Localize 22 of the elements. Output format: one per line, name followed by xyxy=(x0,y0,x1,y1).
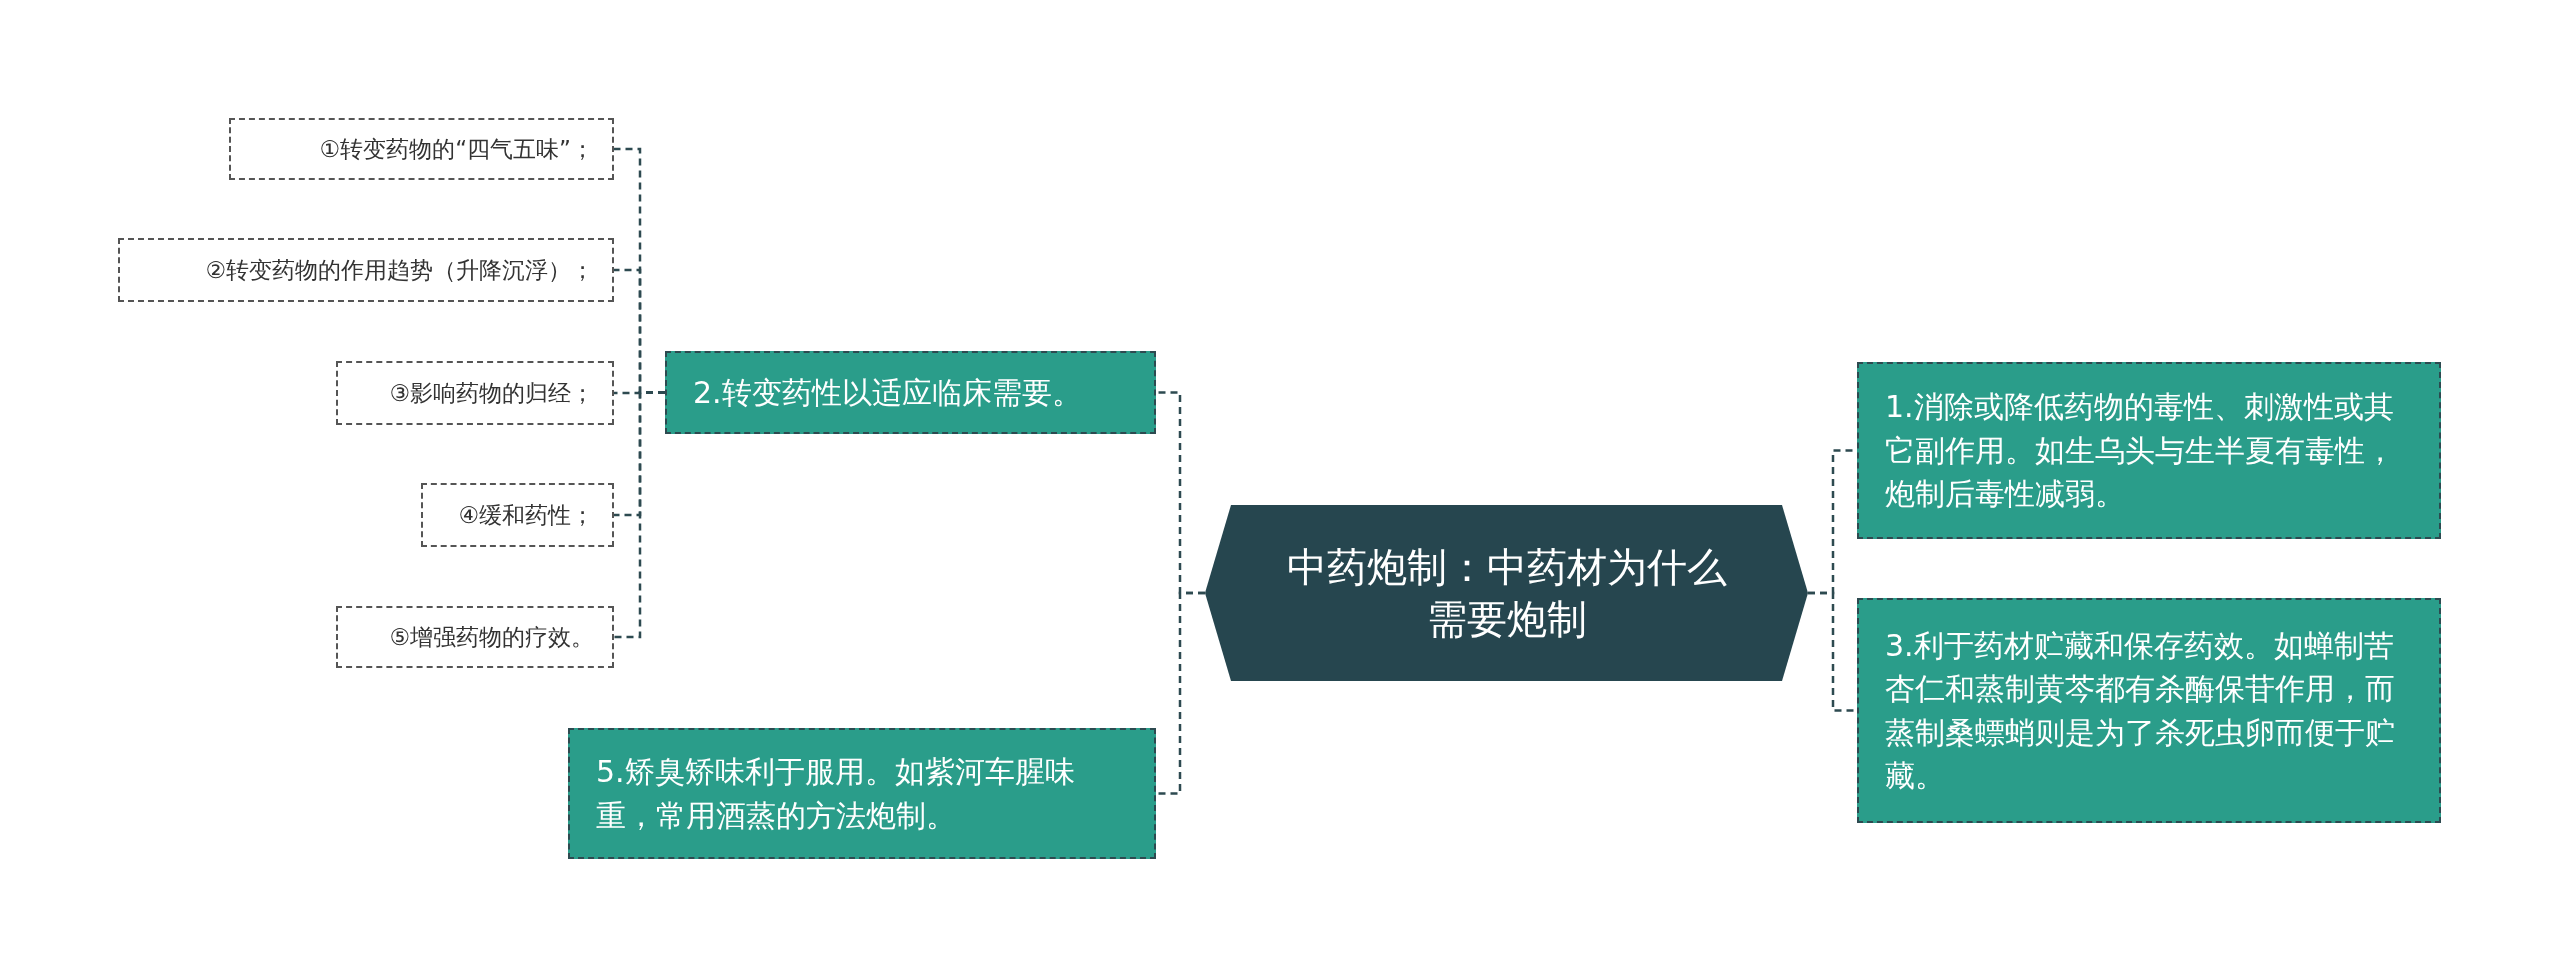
topic-box xyxy=(568,728,1156,859)
subtopic-box xyxy=(229,118,614,180)
topic-text: ④缓和药性； xyxy=(458,500,594,530)
topic-text: 3.利于药材贮藏和保存药效。如蝉制苦杏仁和蒸制黄芩都有杀酶保苷作用，而蒸制桑螵蛸则是为了杀死虫卵而便于贮藏。 xyxy=(1885,626,2396,795)
connector xyxy=(1808,591,1857,712)
topic-text: ③影响药物的归经； xyxy=(389,378,594,408)
subtopic-box xyxy=(336,361,614,425)
subtopic-box xyxy=(118,238,614,302)
topic-text: 5.矫臭矫味利于服用。如紫河车腥味重，常用酒蒸的方法炮制。 xyxy=(596,753,1076,835)
subtopic-box xyxy=(421,483,614,547)
topic-box xyxy=(1857,598,2441,823)
topic-text: ⑤增强药物的疗效。 xyxy=(389,622,594,652)
topic-text: 1.消除或降低药物的毒性、刺激性或其它副作用。如生乌头与生半夏有毒性，炮制后毒性减弱。 xyxy=(1885,388,2396,514)
topic-box xyxy=(665,351,1156,434)
central-topic-text: 中药炮制：中药材为什么需要炮制 xyxy=(1285,543,1728,644)
connector xyxy=(614,391,665,639)
topic-box xyxy=(1857,362,2441,539)
connector xyxy=(1156,591,1205,795)
subtopic-box xyxy=(336,606,614,668)
topic-text: ①转变药物的“四气五味”； xyxy=(319,134,594,164)
topic-text: 2.转变药性以适应临床需要。 xyxy=(693,373,1082,412)
topic-text: ②转变药物的作用趋势（升降沉浮）； xyxy=(205,255,594,285)
